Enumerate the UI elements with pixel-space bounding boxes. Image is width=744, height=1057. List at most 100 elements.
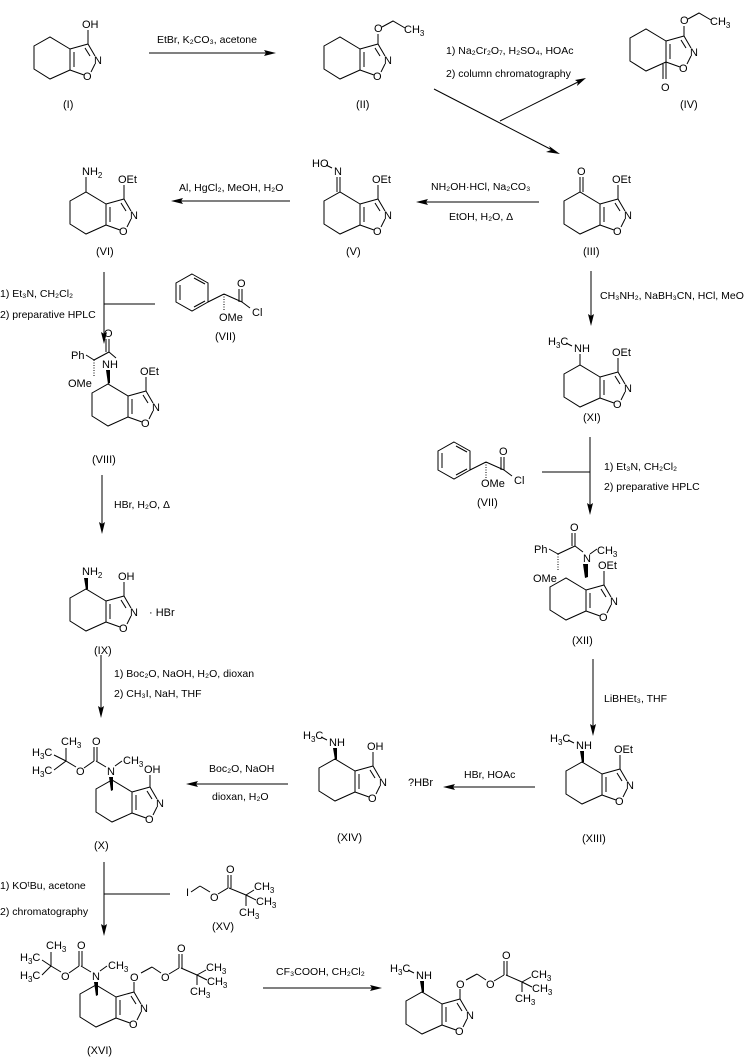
atom-label: CH3 — [108, 960, 129, 974]
atom-label: O — [613, 399, 622, 411]
compound-label: (XI) — [583, 412, 601, 424]
compound-VI: NH2 OEt N O (VI) — [69, 166, 138, 258]
compound-final-product: NH H3C O N O O O CH3 CH3 CH3 — [390, 950, 553, 1038]
compound-IX: NH2 OH N O · HBr (IX) — [69, 566, 175, 657]
atom-label: OMe — [533, 573, 557, 585]
atom-label: CH3 — [256, 896, 277, 910]
atom-label: H3C — [20, 970, 40, 984]
atom-label: O — [373, 71, 382, 83]
atom-label: O — [92, 736, 101, 748]
compound-V: N HO OEt N O (V) — [312, 158, 392, 258]
reaction-arrow-r4: Al, HgCl₂, MeOH, H₂O — [171, 182, 290, 204]
compound-label: (XII) — [572, 635, 593, 647]
reaction-conditions: dioxan, H₂O — [212, 791, 269, 803]
compound-label: (IV) — [680, 99, 698, 111]
compound-III: O OEt N O (III) — [563, 166, 632, 258]
atom-label: O — [237, 278, 246, 290]
atom-label: O — [83, 71, 92, 83]
atom-label: O — [615, 796, 624, 808]
atom-label: O — [61, 971, 70, 983]
compound-label: (VI) — [96, 246, 114, 258]
compound-label: (XV) — [212, 921, 234, 933]
atom-label: OEt — [372, 174, 391, 186]
compound-II: O CH3 N O (II) — [323, 20, 425, 111]
reaction-conditions: Boc₂O, NaOH — [209, 763, 274, 775]
atom-label: CH3 — [531, 969, 552, 983]
atom-label: O — [129, 1019, 138, 1031]
atom-label: CH3 — [710, 16, 731, 30]
atom-label: NH — [416, 970, 432, 982]
atom-label: OEt — [140, 366, 159, 378]
atom-label: CH3 — [404, 24, 425, 38]
atom-label: O — [577, 166, 586, 178]
reaction-conditions: 2) chromatography — [0, 906, 89, 918]
reaction-arrow-r12: Boc₂O, NaOH dioxan, H₂O — [186, 763, 288, 803]
reaction-arrow-r9: 1) Boc₂O, NaOH, H₂O, dioxan 2) CH₃I, NaH… — [98, 655, 254, 718]
reaction-conditions: 2) preparative HPLC — [604, 481, 700, 493]
reaction-conditions: CH₃NH₂, NaBH₃CN, HCl, MeOH — [600, 290, 744, 302]
compound-VII: O Cl OMe (VII) — [175, 273, 262, 343]
reaction-arrow-r7: 1) Et₃N, CH₂Cl₂ 2) preparative HPLC — [542, 437, 700, 515]
atom-label: H3C — [550, 733, 570, 747]
atom-label: CH3 — [190, 986, 211, 1000]
compound-VII-2: O Cl OMe (VII) — [437, 441, 524, 509]
atom-label: OEt — [598, 560, 617, 572]
atom-label: O — [77, 940, 86, 952]
atom-label: H3C — [32, 765, 52, 779]
atom-label: O — [130, 972, 139, 984]
reaction-arrow-r6: CH₃NH₂, NaBH₃CN, HCl, MeOH — [588, 271, 744, 326]
compound-label: (X) — [94, 840, 109, 852]
atom-label: OH — [367, 741, 384, 753]
atom-label: H3C — [548, 336, 568, 350]
salt-label: · HBr — [149, 607, 175, 619]
atom-label: CH3 — [123, 755, 144, 769]
compound-label: (XIII) — [582, 833, 606, 845]
atom-label: N — [610, 596, 618, 608]
compound-I: OH N O (I) — [33, 19, 102, 111]
atom-label: CH3 — [46, 940, 67, 954]
atom-label: N — [379, 777, 387, 789]
reaction-arrow-r11: HBr, HOAc — [443, 769, 535, 790]
atom-label: Ph — [71, 350, 84, 362]
atom-label: NH — [329, 737, 345, 749]
atom-label: N — [152, 402, 160, 414]
compound-label: (XIV) — [337, 832, 362, 844]
reaction-conditions: NH₂OH·HCl, Na₂CO₃ — [431, 181, 530, 193]
compound-label: (III) — [583, 246, 600, 258]
atom-label: NH2 — [82, 166, 103, 180]
atom-label: O — [210, 892, 219, 904]
atom-label: Cl — [514, 475, 524, 487]
atom-label: O — [368, 793, 377, 805]
atom-label: O — [455, 1026, 464, 1038]
atom-label: H3C — [32, 747, 52, 761]
reaction-conditions: 1) Na₂Cr₂O₇, H₂SO₄, HOAc — [446, 45, 573, 57]
atom-label: CH3 — [207, 976, 228, 990]
compound-label: (IX) — [94, 645, 112, 657]
atom-label: NH — [102, 359, 118, 371]
atom-label: OMe — [68, 378, 92, 390]
reaction-conditions: LiBHEt₃, THF — [604, 693, 667, 705]
reaction-conditions: 1) KOᵗBu, acetone — [0, 880, 86, 892]
compound-label: (V) — [346, 246, 361, 258]
compound-label: (XVI) — [87, 1045, 112, 1057]
reaction-arrow-r5: 1) Et₃N, CH₂Cl₂ 2) preparative HPLC — [0, 272, 155, 344]
reaction-conditions: Al, HgCl₂, MeOH, H₂O — [179, 182, 283, 194]
atom-label: H3C — [20, 952, 40, 966]
atom-label: N — [624, 383, 632, 395]
reaction-conditions: EtOH, H₂O, Δ — [449, 211, 513, 223]
compound-VIII: Ph O NH OMe OEt N O (VIII) — [68, 328, 160, 466]
atom-label: OH — [82, 19, 99, 31]
atom-label: H3C — [303, 730, 323, 744]
compound-IV: O CH3 N O O (IV) — [629, 12, 731, 111]
atom-label: O — [680, 15, 689, 27]
reaction-arrow-r13: 1) KOᵗBu, acetone 2) chromatography — [0, 862, 170, 936]
atom-label: O — [456, 979, 465, 991]
reaction-arrow-r2: 1) Na₂Cr₂O₇, H₂SO₄, HOAc 2) column chrom… — [433, 45, 586, 154]
atom-label: OEt — [614, 744, 633, 756]
reaction-conditions: EtBr, K₂CO₃, acetone — [157, 34, 257, 46]
atom-label: N — [384, 210, 392, 222]
reaction-conditions: 2) preparative HPLC — [0, 309, 96, 321]
compound-XIV: NH H3C OH N O ?HBr (XIV) — [303, 730, 433, 844]
atom-label: O — [161, 972, 170, 984]
